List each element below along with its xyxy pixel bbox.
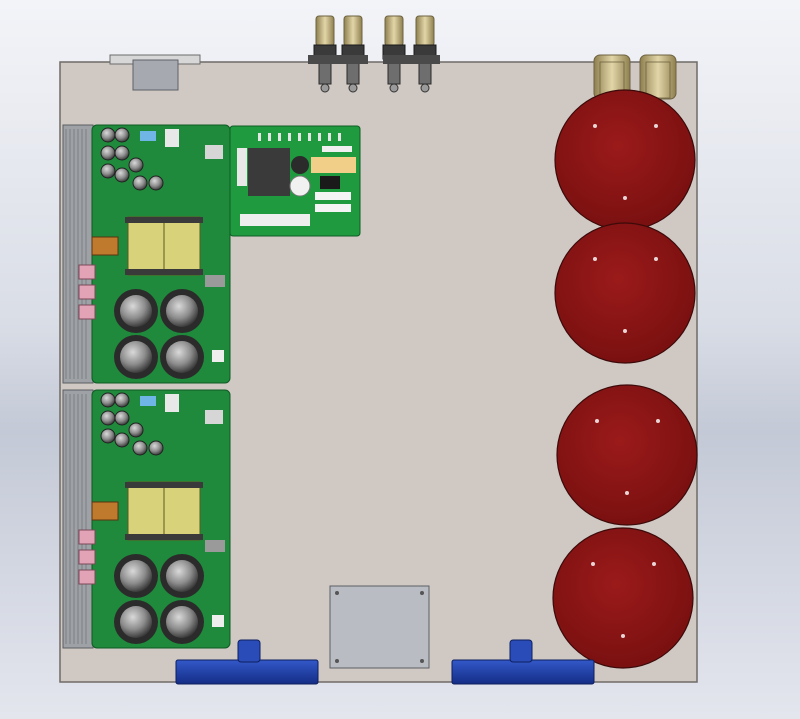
filter-capacitor xyxy=(554,222,696,364)
control-board xyxy=(229,125,361,237)
filter-capacitors xyxy=(552,89,698,669)
filter-capacitor xyxy=(554,89,696,231)
amplifier-boards xyxy=(62,124,231,649)
amplifier-board xyxy=(62,124,231,384)
rear-connectors xyxy=(308,15,440,93)
filter-capacitor xyxy=(556,384,698,526)
amplifier-board xyxy=(62,389,231,649)
mains-inlet xyxy=(109,54,201,91)
access-plate xyxy=(329,585,430,669)
filter-capacitor xyxy=(552,527,694,669)
speaker-terminals xyxy=(593,54,677,100)
front-feet xyxy=(175,639,595,685)
